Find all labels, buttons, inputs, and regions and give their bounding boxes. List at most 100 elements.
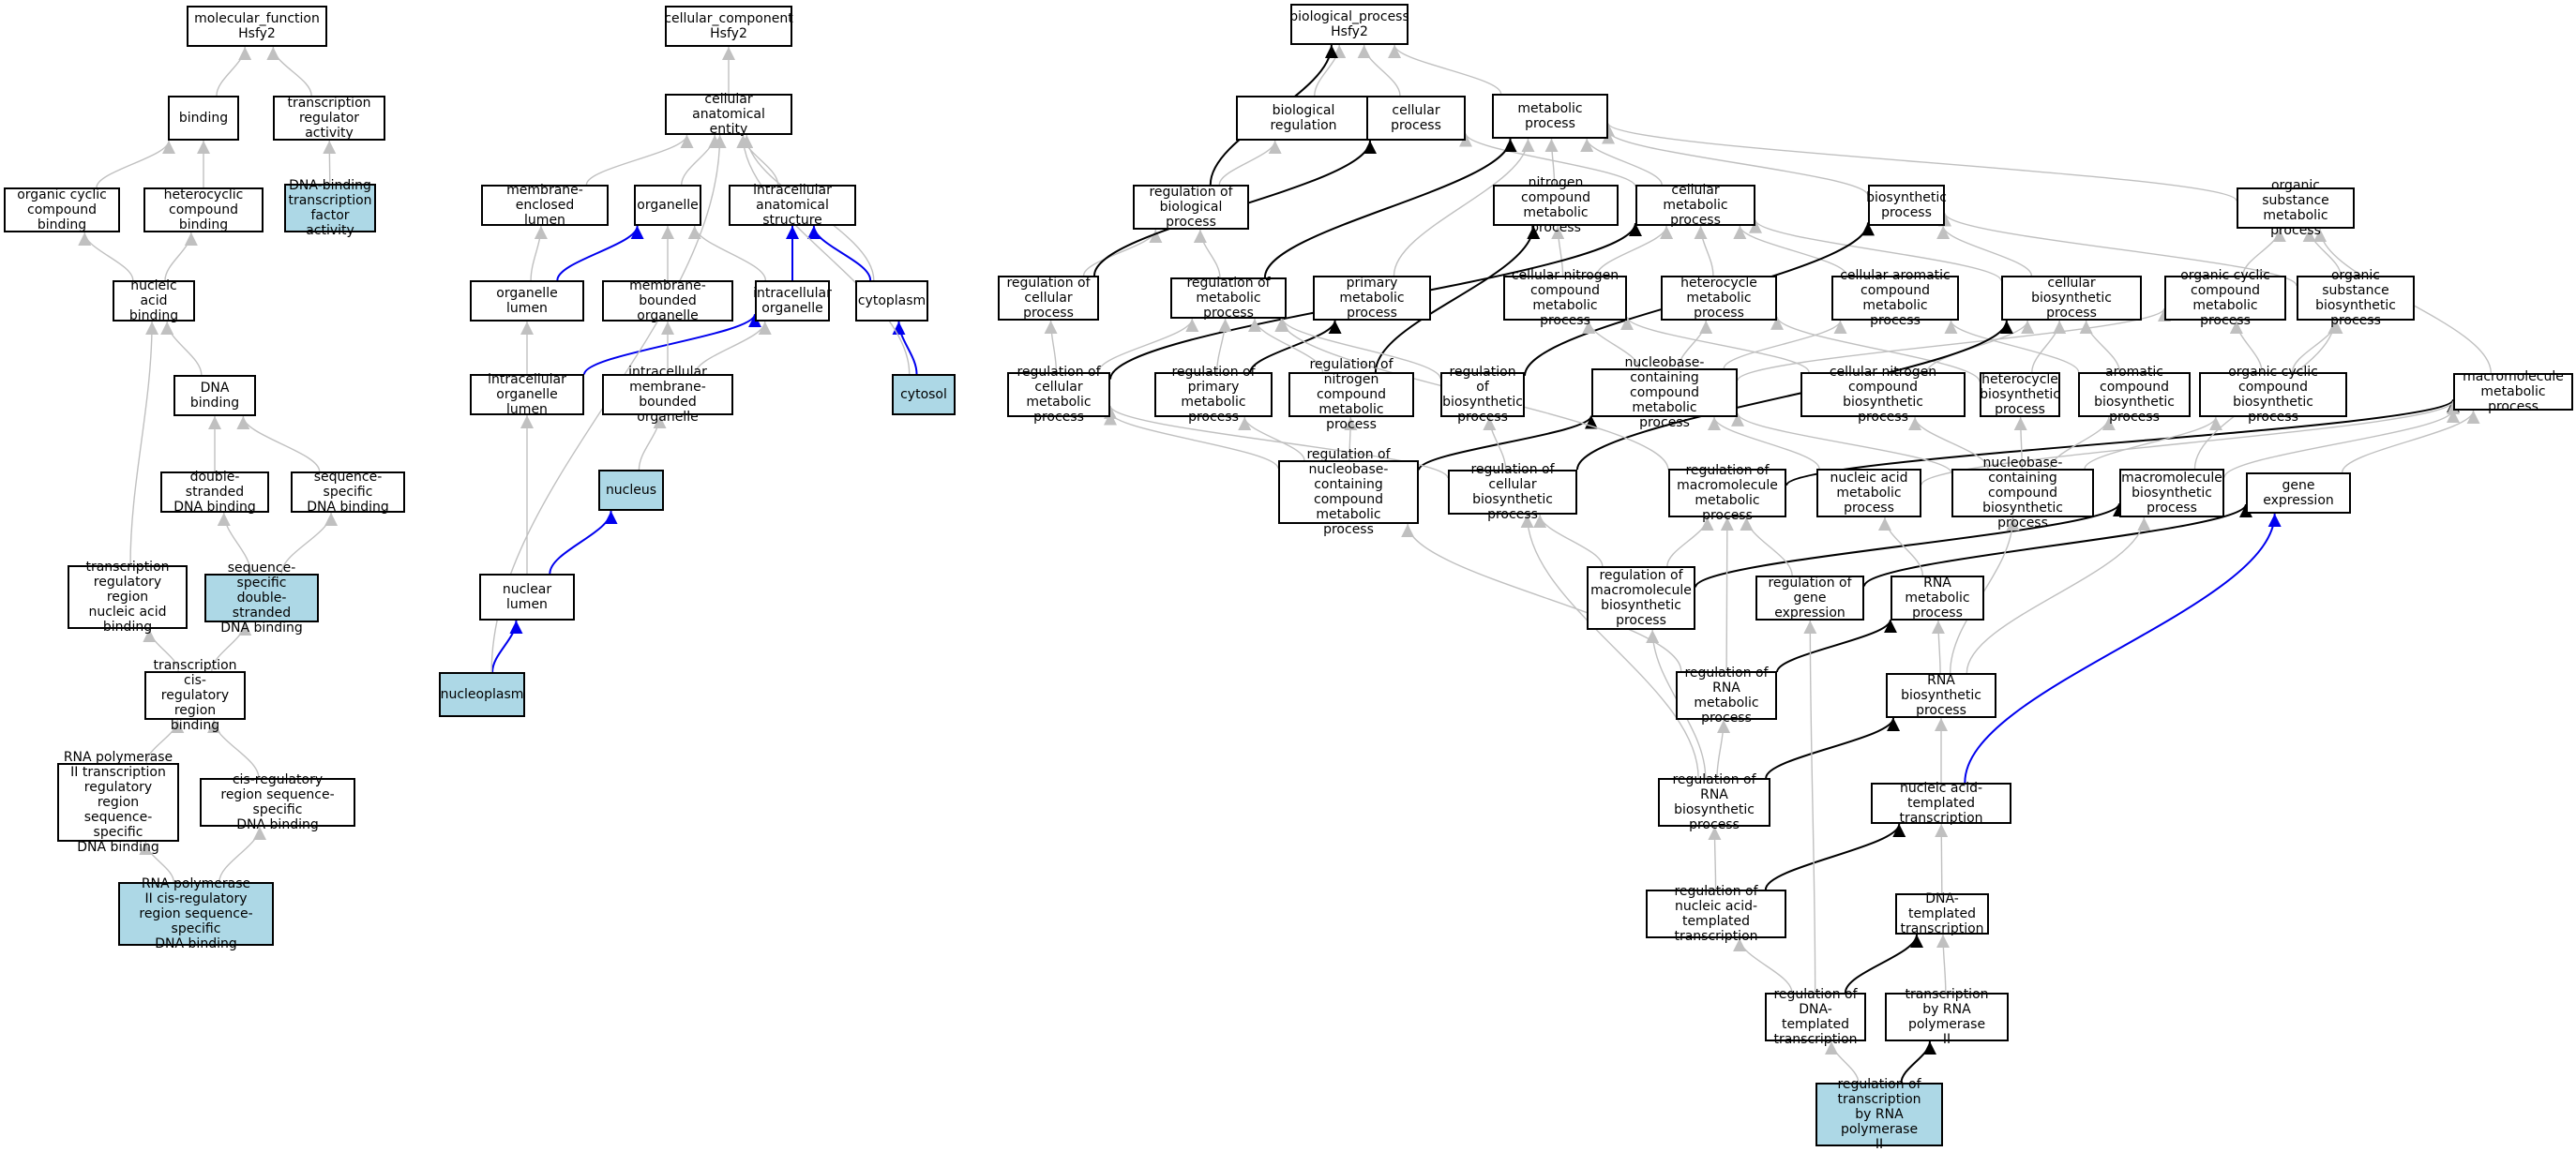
- go-term-node-dsdb: double-stranded DNA binding: [160, 471, 269, 513]
- go-term-node-nucleoplasm: nucleoplasm: [439, 672, 525, 717]
- go-term-node-rtrp2: regulation of transcription by RNA polym…: [1815, 1083, 1943, 1146]
- go-term-node-rnabp: RNA biosynthetic process: [1886, 673, 1996, 718]
- edge-is_a-rrnabp-rrnamp: [1717, 720, 1724, 778]
- go-term-node-rnamp: RNA metabolic process: [1891, 576, 1984, 621]
- go-term-node-dbtf: DNA-binding transcription factor activit…: [284, 184, 376, 232]
- edge-is_a-io-organelle: [695, 226, 766, 280]
- edge-is_a-tra-mf: [273, 47, 311, 96]
- edge-is_a-cytosol-cae: [743, 135, 909, 374]
- go-term-node-mel: membrane-enclosed lumen: [481, 185, 609, 226]
- go-term-node-rmmp: regulation of macromolecule metabolic pr…: [1668, 469, 1786, 517]
- edge-is_a-nbcmp-cacmp: [1724, 321, 1840, 368]
- go-term-node-bsp: biosynthetic process: [1868, 185, 1945, 226]
- go-term-node-bp: biological_process Hsfy2: [1290, 4, 1409, 45]
- go-term-node-crrss: cis-regulatory region sequence-specific …: [200, 778, 355, 827]
- go-term-node-ncmp: nitrogen compound metabolic process: [1493, 185, 1619, 226]
- go-term-node-binding: binding: [168, 96, 239, 141]
- edge-is_a-rnatt-rrnabp: [1714, 827, 1715, 890]
- go-term-node-tra: transcription regulator activity: [273, 96, 385, 141]
- go-term-node-rncmp: regulation of nitrogen compound metaboli…: [1288, 372, 1414, 417]
- go-term-node-rmp: regulation of metabolic process: [1170, 277, 1287, 319]
- go-term-node-natt: nucleic acid-templated transcription: [1871, 783, 2011, 824]
- edge-is_a-rmbp-rmmp: [1667, 517, 1708, 566]
- edge-regulates-rrnamp-rnamp: [1777, 620, 1891, 672]
- go-term-node-rbp: regulation of biological process: [1133, 185, 1249, 230]
- edge-is_a-breg-bp: [1315, 45, 1339, 96]
- edge-is_a-ol-mel: [531, 226, 541, 280]
- edge-is_a-trrnab-nab: [130, 322, 152, 565]
- edge-is_a-rmp-rbp: [1200, 230, 1220, 277]
- go-term-node-nbcbp: nucleobase-containing compound biosynthe…: [1951, 469, 2094, 517]
- go-term-node-nbcmp: nucleobase-containing compound metabolic…: [1591, 368, 1738, 417]
- go-term-node-osbp: organic substance biosynthetic process: [2297, 276, 2415, 321]
- go-term-node-io: intracellular organelle: [755, 280, 830, 322]
- go-term-node-cae: cellular anatomical entity: [665, 94, 792, 135]
- go-term-node-occmp: organic cyclic compound metabolic proces…: [2164, 276, 2286, 321]
- go-term-node-organelle: organelle: [634, 185, 701, 226]
- go-term-node-rrnamp: regulation of RNA metabolic process: [1676, 671, 1777, 720]
- go-term-node-rdtt: regulation of DNA-templated transcriptio…: [1765, 993, 1866, 1041]
- go-term-node-mf: molecular_function Hsfy2: [187, 6, 327, 47]
- edge-is_a-hbp-cbp: [2032, 321, 2059, 372]
- go-term-node-cacmp: cellular aromatic compound metabolic pro…: [1831, 276, 1959, 321]
- go-term-node-rcp: regulation of cellular process: [998, 276, 1099, 321]
- edge-is_a-rp2crr-crrss: [219, 827, 260, 882]
- go-term-node-mbo: membrane-bounded organelle: [602, 280, 733, 322]
- go-term-node-ol: organelle lumen: [470, 280, 584, 322]
- go-term-node-rcmp: regulation of cellular metabolic process: [1007, 372, 1110, 417]
- go-term-node-occbp: organic cyclic compound biosynthetic pro…: [2199, 372, 2347, 417]
- go-term-node-cncbp: cellular nitrogen compound biosynthetic …: [1800, 372, 1966, 417]
- go-term-node-mmp: macromolecule metabolic process: [2453, 373, 2573, 411]
- go-term-node-cncmp: cellular nitrogen compound metabolic pro…: [1503, 276, 1627, 321]
- go-term-node-rnbcmp: regulation of nucleobase-containing comp…: [1278, 460, 1419, 524]
- edge-is_a-rdtt-rnatt: [1740, 938, 1792, 993]
- go-term-node-mp: metabolic process: [1492, 94, 1608, 139]
- go-term-node-acbp: aromatic compound biosynthetic process: [2078, 372, 2191, 417]
- go-term-node-rrnabp: regulation of RNA biosynthetic process: [1658, 778, 1770, 827]
- go-term-node-namp: nucleic acid metabolic process: [1816, 469, 1921, 517]
- go-term-node-tcrrb: transcription cis-regulatory region bind…: [144, 671, 246, 720]
- edge-is_a-nab-hcb: [165, 232, 191, 280]
- go-term-node-imbo: intracellular membrane-bounded organelle: [602, 374, 733, 415]
- edge-is_a-rmbp-rcbp: [1540, 515, 1603, 566]
- go-term-node-ssdb: sequence-specific DNA binding: [291, 471, 405, 513]
- edge-part_of-cytosol-cytoplasm: [898, 322, 916, 374]
- go-term-node-ge: gene expression: [2246, 472, 2351, 514]
- go-term-node-hbp: heterocycle biosynthetic process: [1980, 372, 2060, 417]
- edge-is_a-nab-ocb: [84, 232, 133, 280]
- edge-is_a-rnabp-rnamp: [1938, 621, 1940, 673]
- go-term-node-trrnab: transcription regulatory region nucleic …: [68, 565, 188, 629]
- edge-is_a-cp-bp: [1364, 45, 1400, 96]
- edge-is_a-dtt-natt: [1941, 824, 1942, 893]
- go-term-node-cbp: cellular biosynthetic process: [2001, 276, 2142, 321]
- edge-is_a-trp2-dtt: [1943, 935, 1946, 993]
- edge-is_a-mp-bp: [1394, 45, 1501, 94]
- edge-is_a-rdtt-rge: [1810, 621, 1815, 993]
- go-term-node-cytosol: cytosol: [892, 374, 956, 415]
- edge-regulates-rnatt-natt: [1766, 824, 1899, 890]
- go-term-node-hmp: heterocycle metabolic process: [1661, 276, 1777, 321]
- edge-regulates-rmp-mp: [1265, 139, 1511, 277]
- go-term-node-rcbp: regulation of cellular biosynthetic proc…: [1448, 470, 1577, 515]
- edge-is_a-organelle-cae: [682, 135, 716, 185]
- edge-is_a-binding-mf: [217, 47, 245, 96]
- go-term-node-nab: nucleic acid binding: [113, 280, 195, 322]
- edge-is_a-hmp-cmp: [1701, 226, 1713, 276]
- go-term-node-rpmp: regulation of primary metabolic process: [1154, 372, 1273, 417]
- go-term-node-breg: biological regulation: [1236, 96, 1371, 141]
- go-term-node-ocb: organic cyclic compound binding: [4, 187, 120, 232]
- go-term-node-cytoplasm: cytoplasm: [855, 280, 928, 322]
- go-term-node-cc: cellular_component Hsfy2: [665, 6, 792, 47]
- go-term-node-ias: intracellular anatomical structure: [729, 185, 856, 226]
- go-term-node-trp2: transcription by RNA polymerase II: [1885, 993, 2009, 1041]
- go-term-node-hcb: heterocyclic compound binding: [143, 187, 264, 232]
- edge-is_a-ssdb-dnab: [243, 416, 319, 471]
- go-term-node-rge: regulation of gene expression: [1755, 576, 1864, 621]
- edge-is_a-ocb-binding: [97, 141, 169, 187]
- go-term-node-iol: intracellular organelle lumen: [470, 374, 584, 415]
- edge-is_a-rrnamp-rmmp: [1726, 517, 1727, 671]
- go-term-node-mbp: macromolecule biosynthetic process: [2119, 469, 2224, 517]
- go-term-node-nl: nuclear lumen: [479, 574, 575, 621]
